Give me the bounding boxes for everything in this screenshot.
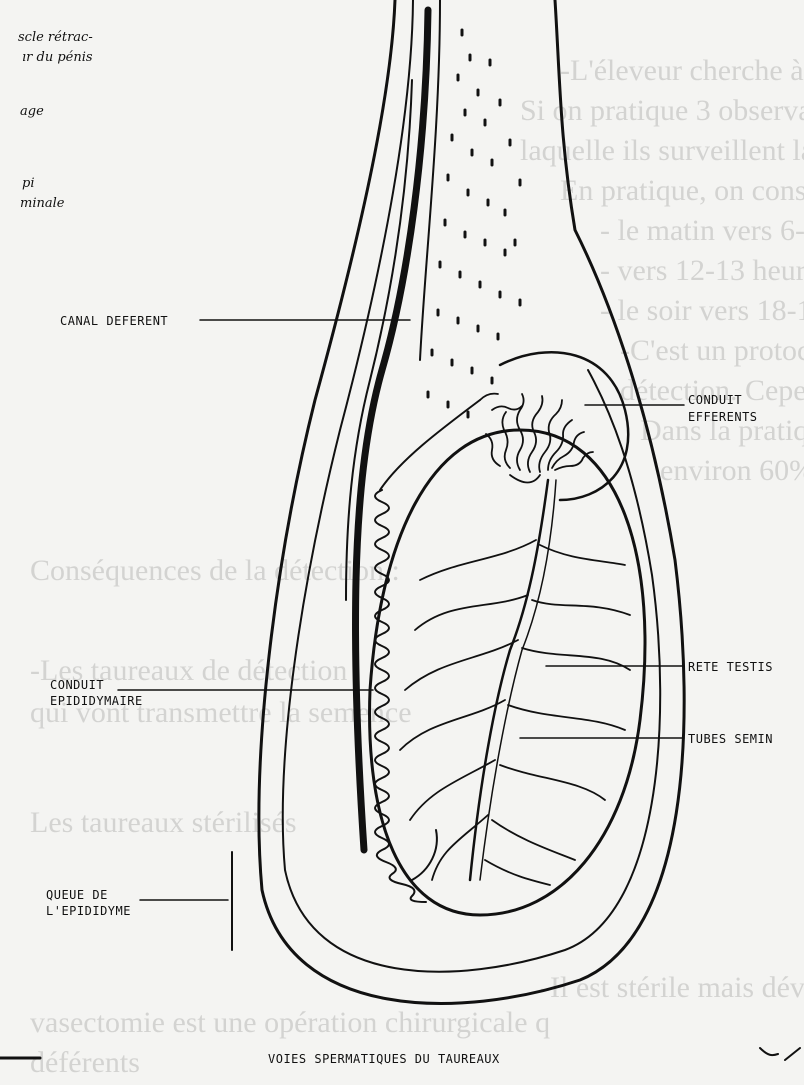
label-queue-epididyme-2: L'EPIDIDYME	[46, 904, 131, 919]
note-line: age	[20, 104, 44, 119]
note-line: scle rétrac-	[18, 30, 93, 45]
epididymis-tail-connection	[412, 830, 437, 880]
note-line: minale	[20, 196, 64, 211]
diagram-caption: VOIES SPERMATIQUES DU TAUREAUX	[268, 1052, 500, 1067]
label-conduit-efferents-2: EFFERENTS	[688, 410, 758, 425]
canal-deferent	[355, 10, 428, 850]
testis-outline	[370, 430, 645, 915]
note-line: ır du pénis	[22, 50, 93, 65]
label-conduit-efferents: CONDUIT	[688, 393, 742, 408]
leader-lines	[118, 320, 684, 900]
label-queue-epididyme: QUEUE DE	[46, 888, 108, 903]
seminiferous-tubules	[400, 540, 630, 885]
epididymis-head	[500, 352, 628, 500]
label-rete-testis: RETE TESTIS	[688, 660, 773, 675]
efferent-ducts	[480, 394, 593, 483]
epididymal-duct-coils	[375, 490, 426, 902]
bottom-right-mark	[760, 1048, 800, 1060]
label-tubes-semin: TUBES SEMIN	[688, 732, 773, 747]
note-line: pi	[22, 176, 34, 191]
label-conduit-epididymaire-2: EPIDIDYMAIRE	[50, 694, 143, 709]
label-conduit-epididymaire: CONDUIT	[50, 678, 104, 693]
pampiniform-dots	[428, 30, 520, 417]
label-canal-deferent: CANAL DEFERENT	[60, 314, 168, 329]
